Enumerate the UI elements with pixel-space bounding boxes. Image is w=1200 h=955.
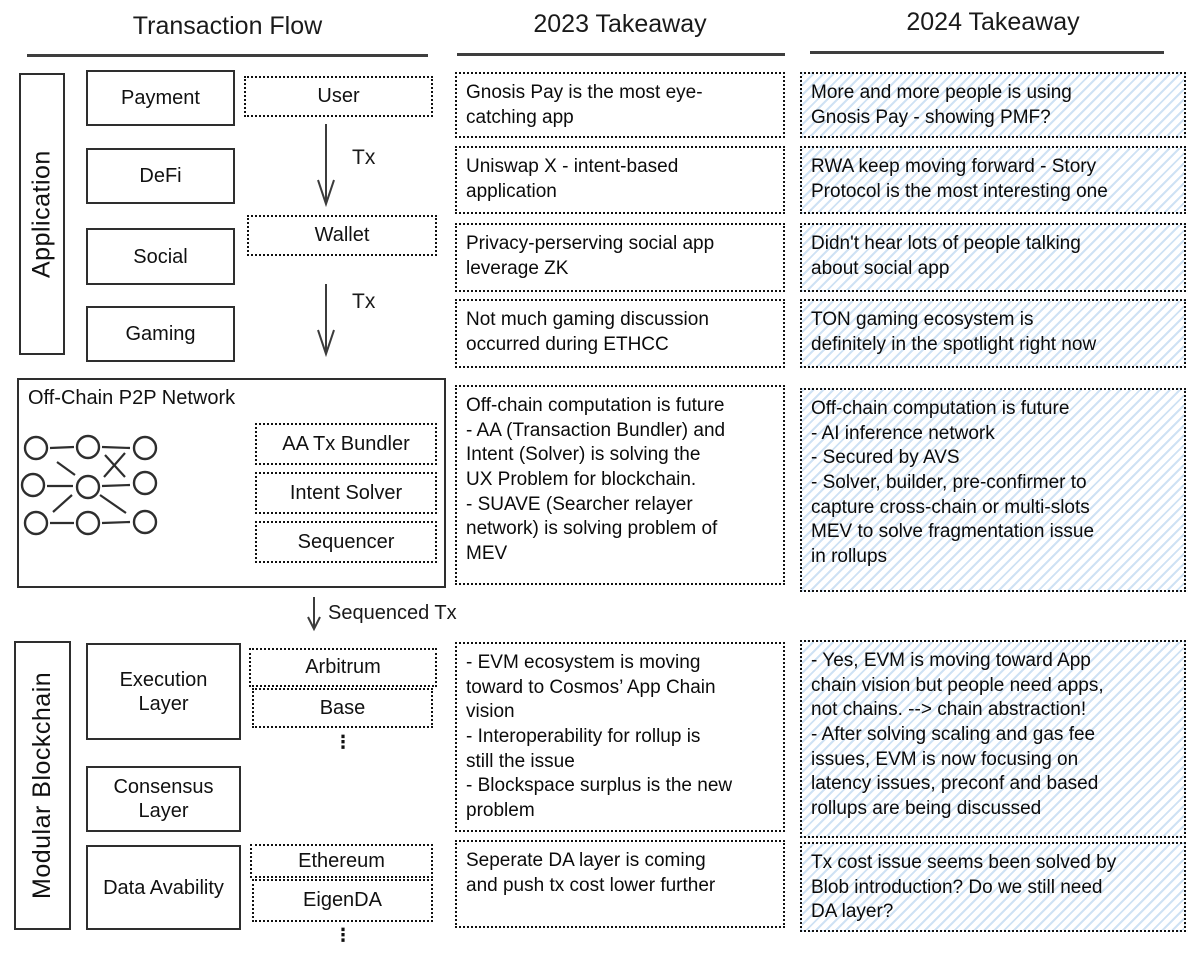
sequenced-tx-label: Sequenced Tx [328, 602, 457, 624]
column-header-2024-takeaway: 2024 Takeaway [906, 8, 1080, 36]
note-2023-uniswap-x: Uniswap X - intent-based application [455, 146, 785, 214]
note-2023-evm: - EVM ecosystem is moving toward to Cosm… [455, 642, 785, 832]
more-chains-ellipsis-icon: ⋮ [334, 732, 352, 752]
box-execution-layer: Execution Layer [86, 643, 241, 740]
box-defi: DeFi [86, 148, 235, 204]
tx-label-1: Tx [352, 146, 376, 169]
tx-label-2: Tx [352, 290, 376, 313]
column-header-transaction-flow: Transaction Flow [132, 12, 323, 40]
arrow-down-icon [317, 124, 335, 208]
note-2023-da-layer: Seperate DA layer is coming and push tx … [455, 840, 785, 928]
note-2024-tx-cost: Tx cost issue seems been solved by Blob … [800, 842, 1186, 932]
box-gaming: Gaming [86, 306, 235, 362]
box-aa-tx-bundler: AA Tx Bundler [255, 423, 437, 465]
note-2023-privacy-social: Privacy-perserving social app leverage Z… [455, 223, 785, 292]
note-2023-gnosis-pay: Gnosis Pay is the most eye- catching app [455, 72, 785, 138]
underline-transaction-flow [27, 54, 428, 57]
note-2023-gaming: Not much gaming discussion occurred duri… [455, 299, 785, 368]
box-intent-solver: Intent Solver [255, 472, 437, 514]
box-base: Base [252, 688, 433, 728]
box-wallet: Wallet [247, 215, 437, 256]
box-user: User [244, 76, 433, 117]
box-data-availability: Data Avability [86, 845, 241, 930]
note-2024-evm: - Yes, EVM is moving toward App chain vi… [800, 640, 1186, 838]
note-2024-rwa: RWA keep moving forward - Story Protocol… [800, 146, 1186, 214]
note-2024-ton-gaming: TON gaming ecosystem is definitely in th… [800, 299, 1186, 368]
application-group-label: Application [19, 73, 65, 355]
note-2024-offchain: Off-chain computation is future - AI inf… [800, 388, 1186, 592]
box-eigenda: EigenDA [252, 879, 433, 922]
box-sequencer: Sequencer [255, 521, 437, 563]
note-2024-gnosis-pay: More and more people is using Gnosis Pay… [800, 72, 1186, 138]
offchain-p2p-title: Off-Chain P2P Network [28, 387, 236, 409]
box-arbitrum: Arbitrum [249, 648, 437, 687]
p2p-network-graph-icon [20, 434, 158, 536]
underline-2023-takeaway [457, 53, 785, 56]
box-ethereum: Ethereum [250, 844, 433, 878]
more-da-ellipsis-icon: ⋮ [334, 925, 352, 945]
box-consensus-layer: Consensus Layer [86, 766, 241, 832]
note-2023-offchain: Off-chain computation is future - AA (Tr… [455, 385, 785, 585]
box-social: Social [86, 228, 235, 285]
note-2024-social: Didn't hear lots of people talking about… [800, 223, 1186, 292]
box-payment: Payment [86, 70, 235, 126]
arrow-down-icon [317, 284, 335, 358]
column-header-2023-takeaway: 2023 Takeaway [533, 10, 707, 38]
modular-blockchain-group-label: Modular Blockchain [14, 641, 71, 930]
underline-2024-takeaway [810, 51, 1164, 54]
arrow-down-icon [307, 597, 321, 632]
